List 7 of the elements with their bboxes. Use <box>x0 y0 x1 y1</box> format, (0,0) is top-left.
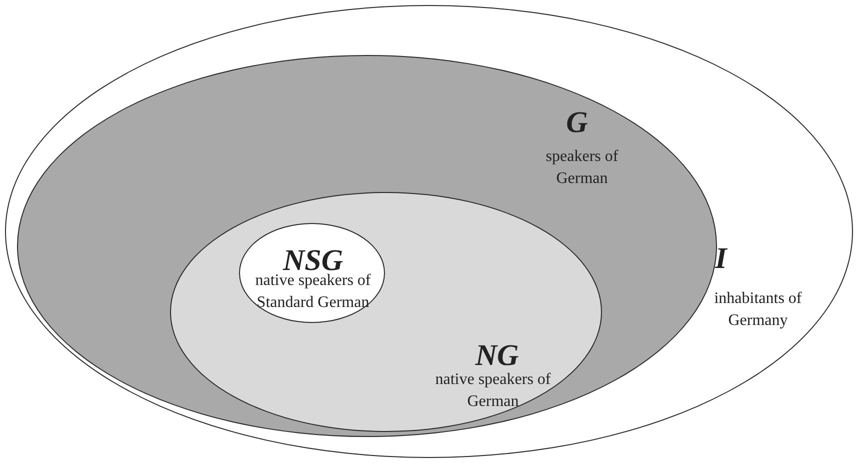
set-description: inhabitants of Germany <box>713 289 803 331</box>
set-symbol: NG <box>475 341 519 371</box>
set-symbol: I <box>715 244 727 274</box>
set-symbol: G <box>566 108 588 138</box>
set-description: speakers of German <box>544 147 620 189</box>
set-description: native speakers of German <box>434 370 552 412</box>
set-description: native speakers of Standard German <box>254 271 372 313</box>
